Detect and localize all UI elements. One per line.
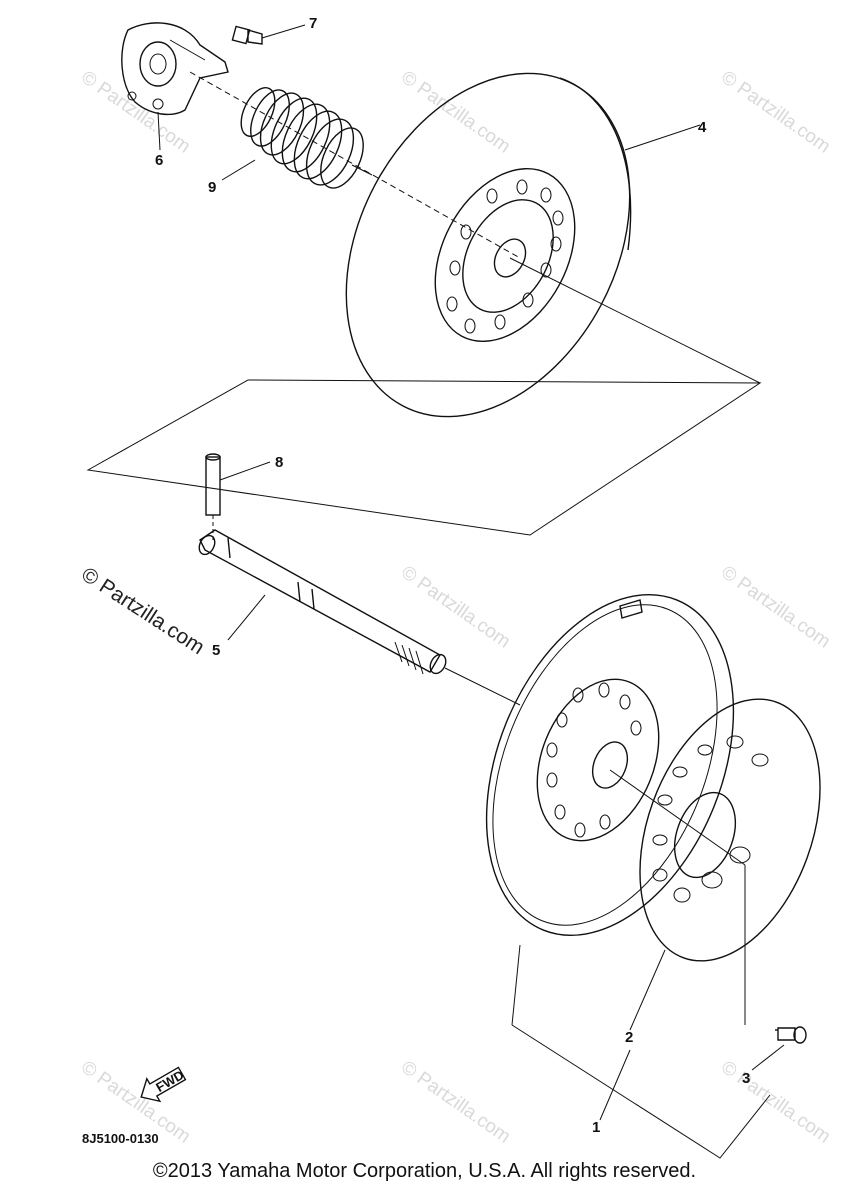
reference-box: [86, 379, 762, 536]
watermark: © Partzilla.com: [717, 562, 834, 653]
callout-5: 5: [212, 642, 220, 659]
callout-9: 9: [208, 179, 216, 196]
part-9-spring: [240, 87, 373, 189]
callout-6: 6: [155, 152, 163, 169]
part-3-bolt: [744, 865, 807, 1044]
copyright-notice: ©2013 Yamaha Motor Corporation, U.S.A. A…: [152, 1160, 697, 1182]
watermark: © Partzilla.com: [397, 562, 514, 653]
watermark: © Partzilla.com: [397, 1057, 514, 1148]
forward-arrow-label: FWD: [153, 1067, 186, 1095]
leader-lines: [157, 111, 785, 1159]
axis-line-top: [189, 71, 521, 259]
watermark: © Partzilla.com: [717, 67, 834, 158]
watermark: © Partzilla.com: [77, 67, 194, 158]
part-6-weight: [121, 22, 229, 116]
callout-2: 2: [625, 1029, 633, 1046]
diagram-code: 8J5100-0130: [82, 1131, 159, 1146]
callout-1: 1: [592, 1119, 600, 1136]
part-5-shaft: [198, 529, 521, 706]
callout-4: 4: [698, 119, 707, 136]
axis-line-sheave: [509, 257, 761, 384]
background-watermarks: © Partzilla.com © Partzilla.com © Partzi…: [77, 67, 834, 1148]
part-4-sheave: [345, 72, 632, 418]
callout-8: 8: [275, 454, 283, 471]
part-1-sheave: [485, 594, 735, 936]
watermark: © Partzilla.com: [717, 1057, 834, 1148]
callout-7: 7: [309, 15, 317, 32]
part-8-pin: [205, 453, 271, 540]
part-2-plate: [609, 698, 821, 962]
watermark: © Partzilla.com: [397, 67, 514, 158]
side-watermark: © Partzilla.com: [77, 563, 208, 659]
callout-3: 3: [742, 1070, 750, 1087]
part-7-bolt: [231, 24, 306, 45]
